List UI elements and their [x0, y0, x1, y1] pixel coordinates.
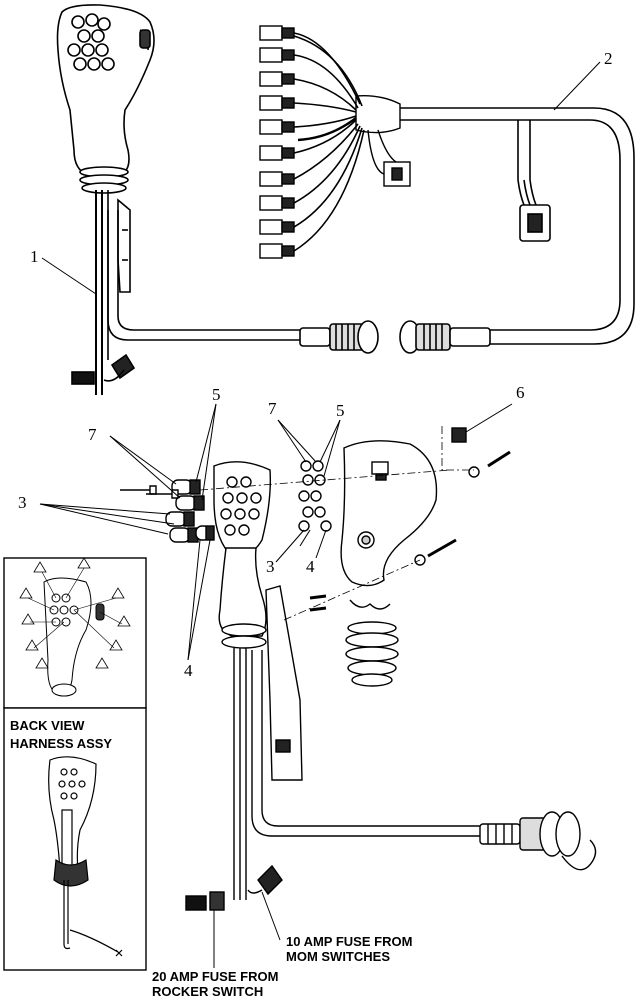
note-20amp-line2: ROCKER SWITCH [152, 984, 263, 999]
screws-left [120, 485, 179, 499]
inset-top [3, 557, 147, 709]
note-10amp-line1: 10 AMP FUSE FROM [286, 934, 412, 949]
handle-half-right [199, 426, 511, 687]
plug-connectors [259, 25, 295, 259]
leader-lines [39, 61, 601, 968]
inset-title-line2: HARNESS ASSY [10, 736, 112, 751]
nuts-middle [298, 460, 332, 532]
note-10amp-line2: MOM SWITCHES [286, 949, 390, 964]
round-connector-mid [299, 320, 491, 354]
callout-6: 6 [516, 383, 525, 402]
callout-3-left: 3 [18, 493, 27, 512]
harness-cable-top [107, 107, 635, 354]
callout-7-left: 7 [88, 425, 97, 444]
callout-2: 2 [604, 49, 613, 68]
callout-3-middle: 3 [266, 557, 275, 576]
callout-7-middle: 7 [268, 399, 277, 418]
grip-lower [218, 547, 267, 637]
mount-bracket [265, 585, 303, 781]
loom-wires [293, 32, 365, 252]
round-connector-bottom [479, 811, 597, 871]
inset-bottom: BACK VIEW HARNESS ASSY [3, 707, 147, 971]
exploded-switch-group [120, 461, 597, 911]
callout-4-left: 4 [184, 661, 193, 680]
callout-numbers: 1 2 3 3 4 4 5 5 6 7 7 [18, 49, 613, 680]
callout-4-middle: 4 [306, 557, 315, 576]
note-20amp-line1: 20 AMP FUSE FROM [152, 969, 278, 984]
face-plate-holes [220, 476, 262, 536]
switch-caps-left [165, 479, 215, 543]
joystick-assembly-top [56, 4, 155, 395]
button-cluster-top [67, 13, 115, 71]
callout-5-left: 5 [212, 385, 221, 404]
callout-1: 1 [30, 247, 39, 266]
inset-title-line1: BACK VIEW [10, 718, 85, 733]
fuse-notes: 10 AMP FUSE FROM MOM SWITCHES 20 AMP FUS… [152, 934, 412, 999]
callout-5-middle: 5 [336, 401, 345, 420]
harness-loom-item-2 [259, 25, 411, 259]
